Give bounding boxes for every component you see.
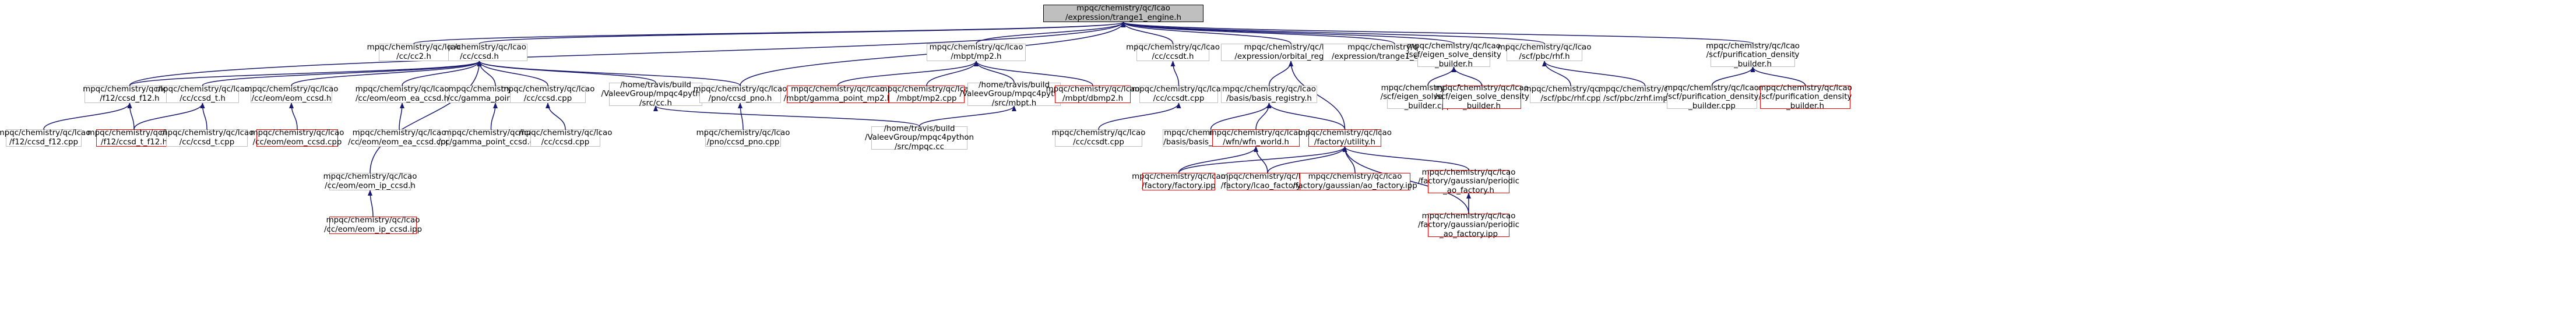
graph-edge: [43, 102, 132, 130]
graph-edge: [919, 105, 1016, 127]
graph-node-n-periodic-h[interactable]: mpqc/chemistry/qc/lcao /factory/gaussian…: [1418, 168, 1519, 195]
graph-edge: [738, 102, 744, 130]
graph-node-n-pno-cpp[interactable]: mpqc/chemistry/qc/lcao /pno/ccsd_pno.cpp: [696, 129, 790, 147]
graph-node-n-f12-cpp[interactable]: mpqc/chemistry/qc/lcao /f12/ccsd_f12.cpp: [0, 129, 91, 147]
graph-node-n-eigen-h[interactable]: mpqc/chemistry/qc/lcao /scf/eigen_solve_…: [1406, 41, 1501, 69]
graph-edge: [291, 61, 482, 86]
graph-edge: [1268, 61, 1293, 86]
graph-node-n-eom-h[interactable]: mpqc/chemistry/qc/lcao /cc/eom/eom_ccsd.…: [244, 85, 339, 103]
graph-edge: [837, 61, 979, 86]
graph-node-n-eomip-h[interactable]: mpqc/chemistry/qc/lcao /cc/eom/eom_ip_cc…: [323, 172, 417, 190]
graph-node-n-pno-h[interactable]: mpqc/chemistry/qc/lcao /pno/ccsd_pno.h: [693, 85, 787, 103]
graph-edge: [1121, 22, 1545, 44]
graph-node-n-f12t-h[interactable]: mpqc/chemistry/qc/lcao /f12/ccsd_t_f12.h: [87, 129, 181, 147]
graph-node-n-mbpt-h[interactable]: /home/travis/build /ValeevGroup/mpqc4pyt…: [959, 80, 1069, 108]
graph-node-n-purif-cpp[interactable]: mpqc/chemistry/qc/lcao /scf/purification…: [1665, 83, 1759, 111]
graph-edge: [974, 61, 1015, 83]
graph-node-n-basisreg-h[interactable]: mpqc/chemistry/qc/lcao /basis/basis_regi…: [1221, 85, 1317, 103]
graph-node-n-ccsdt-t-cpp[interactable]: mpqc/chemistry/qc/lcao /cc/ccsd_t.cpp: [160, 129, 254, 147]
graph-edge: [127, 102, 135, 130]
graph-edge: [402, 61, 482, 86]
graph-node-n-mp2-h[interactable]: mpqc/chemistry/qc/lcao /mbpt/mp2.h: [927, 43, 1026, 61]
graph-edge: [129, 61, 482, 86]
graph-edge: [1542, 61, 1646, 86]
graph-edge: [1121, 22, 1754, 44]
graph-edge: [1178, 146, 1258, 173]
graph-node-n-fbhf-h[interactable]: mpqc/chemistry/qc/lcao /scf/pbc/rhf.h: [1497, 43, 1592, 61]
graph-node-n-utility-h[interactable]: mpqc/chemistry/qc/lcao /factory/utility.…: [1298, 129, 1392, 147]
graph-node-n-eigen-h2[interactable]: mpqc/chemistry/qc/lcao /scf/eigen_solve_…: [1434, 83, 1529, 111]
graph-node-n-ccsdt-t-h[interactable]: mpqc/chemistry/qc/lcao /cc/ccsd_t.h: [156, 85, 249, 103]
graph-edge: [1170, 61, 1180, 86]
graph-edge: [1289, 61, 1346, 130]
graph-edge: [399, 102, 404, 130]
graph-edge: [1427, 66, 1456, 86]
graph-node-n-eomea-cpp[interactable]: mpqc/chemistry/qc/lcao /cc/eom/eom_ea_cc…: [348, 129, 451, 147]
graph-edge: [133, 102, 205, 130]
graph-edge: [1121, 22, 1395, 44]
graph-node-n-ccsd2-cpp[interactable]: mpqc/chemistry/qc/lcao /cc/ccsd.cpp: [518, 129, 613, 147]
graph-edge: [369, 61, 482, 173]
graph-edge: [1266, 102, 1346, 130]
graph-node-n-cc2-h[interactable]: mpqc/chemistry/qc/lcao /cc/cc2.h: [367, 43, 461, 61]
graph-node-n-lcaofac-h[interactable]: mpqc/chemistry/qc/lcao /factory/lcao_fac…: [1220, 172, 1315, 190]
graph-edge: [478, 22, 1125, 44]
graph-edge: [1121, 22, 1291, 44]
graph-node-n-eomea-h[interactable]: mpqc/chemistry/qc/lcao /cc/eom/eom_ea_cc…: [355, 85, 449, 103]
graph-edge: [289, 102, 298, 130]
graph-node-n-cc-cc[interactable]: /home/travis/build /ValeevGroup/mpqc4pyt…: [601, 80, 710, 108]
graph-node-n-factory-h[interactable]: mpqc/chemistry/qc/lcao /factory/factory.…: [1132, 172, 1226, 190]
graph-node-n-ccsdt-h[interactable]: mpqc/chemistry/qc/lcao /cc/ccsdt.h: [1126, 43, 1220, 61]
graph-node-n-purif-h[interactable]: mpqc/chemistry/qc/lcao /scf/purification…: [1706, 41, 1800, 69]
graph-edge: [653, 105, 920, 127]
graph-edge: [1098, 102, 1181, 130]
graph-node-root: mpqc/chemistry/qc/lcao /expression/trang…: [1043, 4, 1203, 22]
graph-edge: [129, 22, 1126, 86]
graph-edge: [1711, 66, 1755, 86]
graph-edge: [1342, 146, 1469, 171]
graph-edge: [490, 102, 498, 130]
graph-node-n-mpqc-cc[interactable]: /home/travis/build /ValeevGroup/mpqc4pyt…: [865, 124, 974, 151]
graph-edge: [1121, 22, 1455, 44]
graph-node-n-periodic-ipp[interactable]: mpqc/chemistry/qc/lcao /factory/gaussian…: [1418, 211, 1519, 239]
graph-edge: [200, 102, 207, 130]
graph-edge: [477, 61, 548, 86]
graph-node-n-ccsd-cpp[interactable]: mpqc/chemistry/qc/lcao /cc/ccsd.cpp: [501, 85, 595, 103]
graph-edge: [1267, 146, 1347, 173]
graph-node-n-eomip-cpp[interactable]: mpqc/chemistry/qc/lcao /cc/eom/eom_ip_cc…: [324, 216, 422, 234]
graph-node-n-rhf-cpp[interactable]: mpqc/chemistry/qc/lcao /scf/pbc/rhf.cpp: [1523, 85, 1618, 103]
graph-node-n-purif-h2[interactable]: mpqc/chemistry/qc/lcao /scf/purification…: [1758, 83, 1852, 111]
graph-node-n-dbmp2-h[interactable]: mpqc/chemistry/qc/lcao /mbpt/dbmp2.h: [1046, 85, 1140, 103]
graph-node-n-ccsdt2-cpp[interactable]: mpqc/chemistry/qc/lcao /cc/ccsdt.cpp: [1051, 129, 1146, 147]
graph-edge: [1210, 102, 1272, 130]
graph-node-n-eom-cpp[interactable]: mpqc/chemistry/qc/lcao /cc/eom/eom_ccsd.…: [250, 129, 344, 147]
graph-node-n-ccsdt-cpp[interactable]: mpqc/chemistry/qc/lcao /cc/ccsdt.cpp: [1132, 85, 1226, 103]
graph-node-n-gmp2-h[interactable]: mpqc/chemistry/qc/lcao /mbpt/gamma_point…: [783, 85, 892, 103]
graph-edge: [202, 61, 482, 86]
graph-edge: [368, 190, 374, 217]
graph-edge: [1178, 146, 1347, 173]
graph-node-n-gamma-cpp[interactable]: mpqc/chemistry/qc/lcao /cc/gamma_point_c…: [438, 129, 544, 147]
graph-edge: [413, 22, 1125, 44]
graph-edge: [1451, 66, 1483, 86]
graph-edge: [546, 102, 566, 130]
graph-node-n-aofac-h[interactable]: mpqc/chemistry/qc/lcao /factory/gaussian…: [1293, 172, 1417, 190]
graph-node-n-mp2-cpp[interactable]: mpqc/chemistry/qc/lcao /mbpt/mp2.cpp: [879, 85, 974, 103]
graph-edge: [974, 61, 1093, 86]
graph-edge: [1750, 66, 1806, 86]
graph-node-n-wfnworld-h[interactable]: mpqc/chemistry/qc/lcao /wfn/wfn_world.h: [1209, 129, 1303, 147]
graph-edge: [477, 61, 741, 86]
